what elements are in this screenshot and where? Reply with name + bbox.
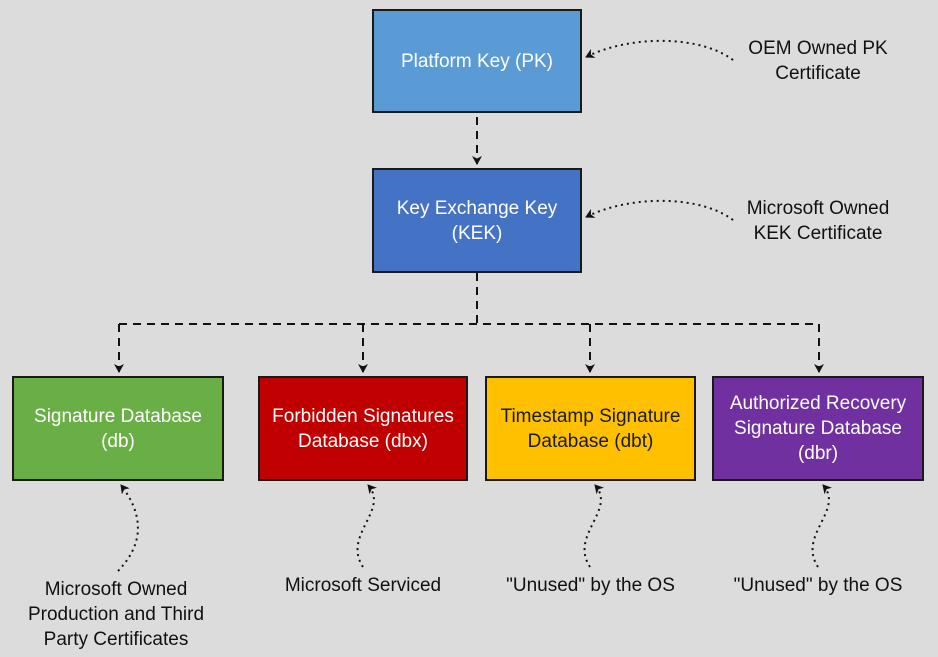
authorized-recovery-box: Authorized Recovery Signature Database (… (712, 376, 924, 481)
dbx-note: Microsoft Serviced (258, 573, 468, 598)
db-note-line1: Microsoft Owned (44, 579, 188, 600)
timestamp-signature-label-line1: Timestamp Signature (500, 405, 681, 427)
dbt-note-arrow (583, 484, 605, 568)
authorized-recovery-label-line2: Signature Database (734, 418, 902, 439)
platform-key-box: Platform Key (PK) (372, 9, 582, 113)
dbr-note-arrow (811, 484, 833, 568)
pk-note-line1: OEM Owned PK (748, 38, 888, 59)
db-note-line2: Production and Third (27, 604, 205, 625)
signature-database-box: Signature Database (db) (12, 376, 224, 481)
pk-note: OEM Owned PK Certificate (718, 36, 918, 86)
key-exchange-key-box: Key Exchange Key (KEK) (372, 168, 582, 273)
dbr-note-line1: "Unused" by the OS (733, 575, 903, 596)
key-exchange-key-label-line2: (KEK) (451, 222, 503, 244)
authorized-recovery-label-line3: (dbr) (797, 443, 839, 464)
kek-note-line2: KEK Certificate (753, 223, 883, 244)
signature-database-label-line2: (db) (101, 430, 135, 452)
pk-note-line2: Certificate (775, 63, 861, 84)
timestamp-signature-box: Timestamp Signature Database (dbt) (485, 376, 696, 481)
forbidden-signatures-label-line2: Database (dbx) (298, 430, 428, 452)
authorized-recovery-label-line1: Authorized Recovery (729, 393, 907, 414)
pk-note-arrow (585, 39, 734, 61)
timestamp-signature-label-line2: Database (dbt) (527, 430, 654, 452)
dbx-note-arrow (356, 484, 378, 568)
db-note: Microsoft Owned Production and Third Par… (6, 577, 226, 652)
dbt-note-line1: "Unused" by the OS (506, 575, 675, 596)
kek-note: Microsoft Owned KEK Certificate (718, 196, 918, 246)
forbidden-signatures-label-line1: Forbidden Signatures (272, 405, 454, 427)
forbidden-signatures-box: Forbidden Signatures Database (dbx) (258, 376, 468, 481)
signature-database-label-line1: Signature Database (34, 405, 202, 427)
key-exchange-key-label-line1: Key Exchange Key (396, 197, 558, 219)
dbt-note: "Unused" by the OS (485, 573, 696, 598)
kek-note-arrow (585, 199, 734, 221)
dbx-note-line1: Microsoft Serviced (284, 575, 442, 596)
dbr-note: "Unused" by the OS (712, 573, 924, 598)
db-note-arrow (117, 484, 139, 572)
platform-key-label: Platform Key (PK) (400, 50, 554, 72)
kek-note-line1: Microsoft Owned (746, 198, 890, 219)
db-note-line3: Party Certificates (43, 629, 189, 650)
